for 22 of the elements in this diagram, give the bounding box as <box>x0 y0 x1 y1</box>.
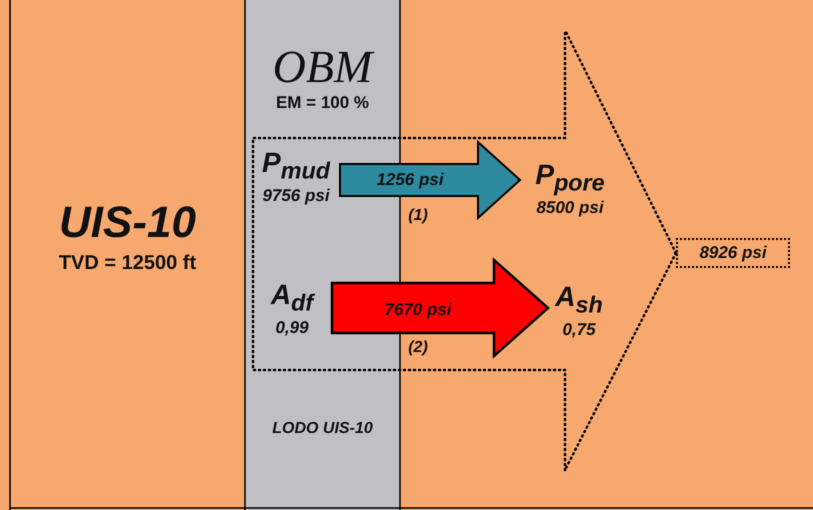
block-arrow <box>330 257 550 359</box>
mud-title: OBM <box>272 40 376 93</box>
efficiency-text: EM = 100 % <box>274 93 370 113</box>
value-text: 8500 psi <box>535 198 605 218</box>
variable-text: A$_{sh}$ <box>554 282 604 320</box>
edge-label: 1256 psi <box>376 170 444 190</box>
step-number: (1) <box>408 207 428 225</box>
value-text: 0,75 <box>561 320 597 340</box>
outline-arrow <box>252 28 678 472</box>
title-text: UIS-10 <box>58 198 197 248</box>
step-number: (2) <box>408 339 428 357</box>
variable-text: P$_{pore}$ <box>534 160 606 198</box>
variable-text: P$_{mud}$ <box>261 148 332 186</box>
block-arrow <box>339 140 522 220</box>
value-text: 9756 psi <box>261 186 331 206</box>
edge-label: 7670 psi <box>384 300 452 320</box>
value-text: 0,99 <box>274 318 310 338</box>
column-caption: LODO UIS-10 <box>271 420 374 438</box>
value-text: 8926 psi <box>698 242 768 264</box>
depth-text: TVD = 12500 ft <box>58 252 198 275</box>
variable-text: A$_{df}$ <box>270 280 316 318</box>
result-box <box>676 238 790 268</box>
